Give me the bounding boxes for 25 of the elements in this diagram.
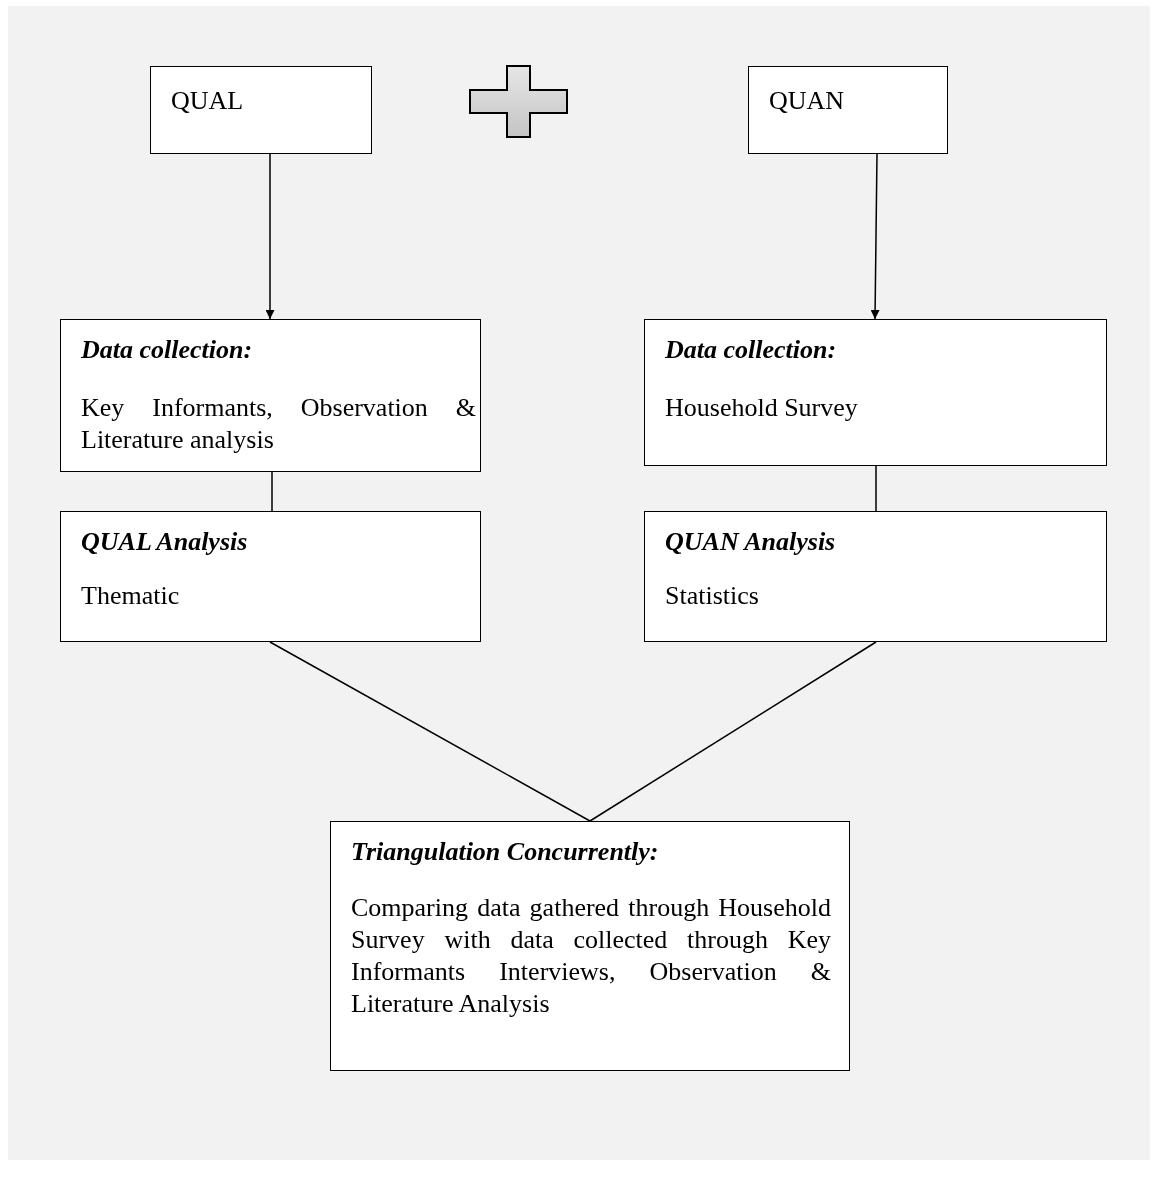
box-heading: QUAL Analysis: [81, 526, 249, 558]
box-text: QUAN: [769, 85, 846, 117]
connector-line: [875, 465, 877, 512]
connector-line: [269, 641, 591, 822]
box-heading: Data collection:: [81, 334, 254, 366]
process-box: [644, 511, 1107, 642]
process-box: [644, 319, 1107, 466]
process-box: [60, 319, 481, 472]
box-text: Comparing data gathered through Household Survey with data collected through Key Informants Interviews, Observation & Literature Analysis: [351, 892, 831, 1020]
process-box: [330, 821, 850, 1071]
box-text: Key Informants, Observation & Literature analysis: [81, 392, 476, 456]
connector-line: [271, 471, 273, 512]
box-heading: Triangulation Concurrently:: [351, 836, 660, 868]
process-box: [150, 66, 372, 154]
arrow: [870, 153, 880, 320]
process-box: [748, 66, 948, 154]
box-text: QUAL: [171, 85, 245, 117]
box-text: Statistics: [665, 580, 760, 612]
box-heading: QUAN Analysis: [665, 526, 837, 558]
arrow: [265, 153, 275, 320]
box-text: Thematic: [81, 580, 181, 612]
box-text: Household Survey: [665, 392, 859, 424]
connector-line: [589, 641, 877, 822]
box-heading: Data collection:: [665, 334, 838, 366]
process-box: [60, 511, 481, 642]
